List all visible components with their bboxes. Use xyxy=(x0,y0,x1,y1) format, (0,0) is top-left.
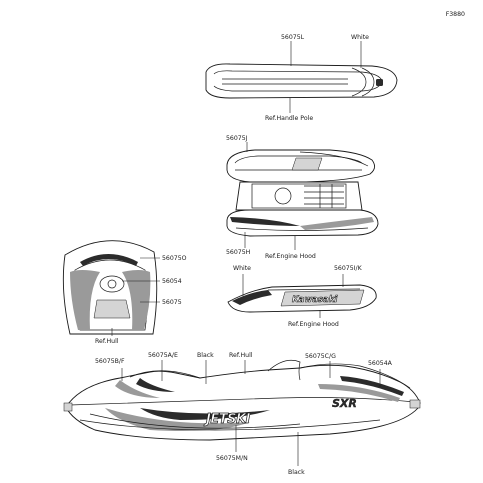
jetski-side-view[interactable] xyxy=(63,359,421,441)
label-56075I-K: 56075I/K xyxy=(334,265,363,272)
label-ref-handle-pole: Ref.Handle Pole xyxy=(265,115,313,122)
jetski-wordmark: JETSKI xyxy=(203,412,251,427)
handle-pole-decal[interactable] xyxy=(205,63,398,99)
label-white-mid: White xyxy=(233,265,251,272)
hull-top-view[interactable] xyxy=(62,240,158,335)
label-56075A-E: 56075A/E xyxy=(148,352,178,359)
label-ref-engine-hood-1: Ref.Engine Hood xyxy=(265,253,316,260)
label-ref-hull-2: Ref.Hull xyxy=(229,352,253,359)
label-white-top: White xyxy=(351,34,369,41)
kawasaki-wordmark: Kawasaki xyxy=(292,295,338,305)
label-56075B-F: 56075B/F xyxy=(95,358,125,365)
label-56075L: 56075L xyxy=(281,34,305,41)
label-56075: 56075 xyxy=(162,299,182,306)
label-56075M-N: 56075M/N xyxy=(216,455,248,462)
engine-hood-frame xyxy=(235,181,363,211)
label-56075C-G: 56075C/G xyxy=(305,353,336,360)
figure-code: F3880 xyxy=(446,11,465,18)
sxr-wordmark: SXR xyxy=(332,397,357,410)
kawasaki-side-decal[interactable]: Kawasaki xyxy=(227,284,377,313)
engine-hood-top-decal[interactable] xyxy=(226,149,375,183)
label-black-top: Black xyxy=(197,352,214,359)
label-56075H: 56075H xyxy=(226,249,251,256)
label-black-bottom: Black xyxy=(288,469,305,476)
label-ref-hull-1: Ref.Hull xyxy=(95,338,119,345)
label-56054A: 56054A xyxy=(368,360,393,367)
label-56075O: 56075O xyxy=(162,255,187,262)
label-ref-engine-hood-2: Ref.Engine Hood xyxy=(288,321,339,328)
label-56075J: 56075J xyxy=(226,135,248,142)
label-56054: 56054 xyxy=(162,278,182,285)
engine-hood-side-decal[interactable] xyxy=(226,209,379,237)
